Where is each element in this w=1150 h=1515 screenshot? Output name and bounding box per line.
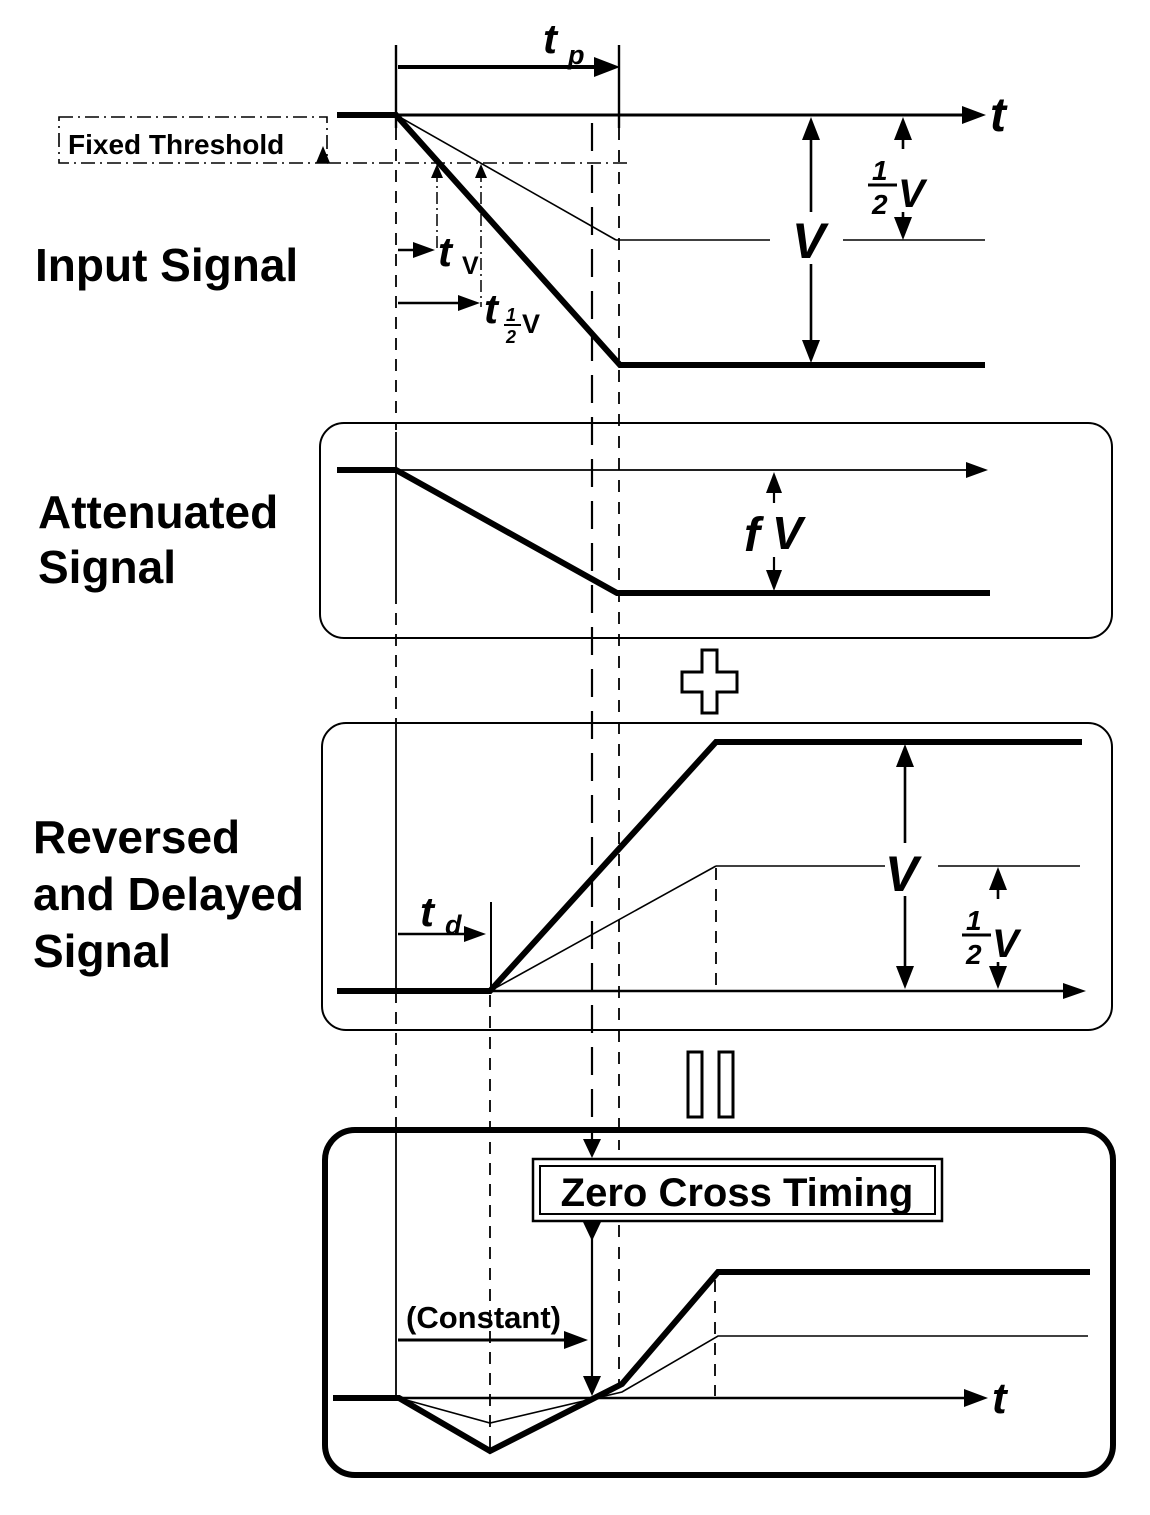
- reversed-halfv-num: 1: [966, 905, 982, 936]
- td-label: t: [420, 888, 436, 935]
- reversed-v-arrowhead-up: [896, 744, 914, 767]
- output-axis-arrowhead: [964, 1389, 988, 1407]
- thv-label: t: [484, 285, 500, 332]
- zero-cross-label-inner-box: [539, 1165, 936, 1215]
- output-signal-half-thin: [398, 1335, 1088, 1424]
- tp-label-sub: p: [567, 40, 585, 70]
- tv-arrowhead-right: [413, 242, 435, 258]
- td-label-sub: d: [445, 910, 462, 940]
- reversed-halfv-den: 2: [965, 939, 982, 970]
- reversed-halfv-arrowhead-down: [989, 966, 1007, 989]
- attenuated-axis-arrowhead: [966, 462, 988, 478]
- constant-label: (Constant): [406, 1300, 561, 1335]
- reversed-title-line1: Reversed: [33, 811, 240, 863]
- input-halfv-num: 1: [872, 155, 888, 186]
- input-signal-thick: [337, 112, 985, 368]
- attenuated-signal-thick: [337, 467, 990, 596]
- thv-arrowhead-right: [458, 295, 480, 311]
- output-axis-label: t: [992, 1374, 1009, 1423]
- reversed-v-arrowhead-down: [896, 966, 914, 989]
- zero-cross-arrowhead-upper: [583, 1139, 601, 1158]
- attenuated-title-line2: Signal: [38, 541, 176, 593]
- reversed-signal-half-thin: [489, 865, 717, 992]
- fv-label-v: V: [772, 507, 806, 559]
- fv-arrowhead-down: [766, 570, 782, 591]
- fv-label-f: f: [744, 509, 764, 562]
- input-axis-label: t: [990, 89, 1008, 142]
- input-v-label: V: [792, 213, 829, 269]
- zero-cross-label-outer-box: [531, 1157, 944, 1223]
- constant-arrowhead-right: [564, 1331, 588, 1349]
- tv-label: t: [438, 228, 454, 275]
- fixed-threshold-label: Fixed Threshold: [68, 129, 284, 160]
- tv-label-sub: V: [462, 252, 479, 280]
- plus-operator-icon: [680, 648, 739, 715]
- input-halfv-v: V: [898, 172, 928, 216]
- attenuated-signal-section: f V Attenuated Signal: [38, 422, 1113, 639]
- input-v-arrowhead-down: [802, 340, 820, 363]
- output-box: [322, 1127, 1116, 1478]
- output-signal-thick: [333, 1269, 1090, 1455]
- output-section: Zero Cross Timing (Constant) t: [322, 1127, 1116, 1478]
- reversed-halfv-v: V: [992, 922, 1022, 966]
- input-halfv-arrowhead-up: [894, 117, 912, 140]
- reversed-axis-arrowhead: [1063, 983, 1086, 999]
- thv-label-num: 1: [506, 305, 516, 325]
- thv-arrowhead-up: [475, 164, 487, 178]
- equals-operator-icon: [686, 1050, 735, 1119]
- fixed-threshold-arrowhead-up: [316, 146, 330, 163]
- zero-cross-label: Zero Cross Timing: [561, 1171, 914, 1215]
- reversed-halfv-arrowhead-up: [989, 867, 1007, 890]
- equals-bar-left: [686, 1050, 704, 1119]
- tp-label: t: [543, 15, 559, 62]
- input-axis-arrowhead: [962, 106, 986, 124]
- reversed-v-label: V: [885, 846, 922, 902]
- td-arrowhead-right: [464, 926, 486, 942]
- input-signal-section: t p t Fixed Threshold t V t 1 2 V: [35, 15, 1008, 368]
- reversed-delayed-section: t d V 1 2 V Reversed and Delayed Signal: [33, 722, 1113, 1031]
- tv-arrowhead-up: [431, 164, 443, 178]
- attenuated-box: [319, 422, 1113, 639]
- input-halfv-arrowhead-down: [894, 217, 912, 240]
- input-v-arrowhead-up: [802, 117, 820, 140]
- input-signal-title: Input Signal: [35, 239, 298, 291]
- thv-label-den: 2: [505, 327, 516, 347]
- input-halfv-den: 2: [871, 189, 888, 220]
- reversed-signal-thick: [337, 739, 1082, 994]
- reversed-box: [321, 722, 1113, 1031]
- reversed-title-line2: and Delayed: [33, 868, 304, 920]
- zero-cross-arrowhead-mid: [583, 1222, 601, 1241]
- input-signal-half-thin: [395, 114, 617, 241]
- guide-lines: [394, 45, 621, 1448]
- attenuated-title-line1: Attenuated: [38, 486, 278, 538]
- equals-bar-right: [717, 1050, 735, 1119]
- fv-arrowhead-up: [766, 472, 782, 493]
- zero-cross-arrowhead-lower: [583, 1376, 601, 1396]
- tp-arrowhead-right: [594, 57, 620, 77]
- reversed-title-line3: Signal: [33, 925, 171, 977]
- fixed-threshold-box: [58, 116, 328, 164]
- thv-label-v: V: [522, 309, 540, 339]
